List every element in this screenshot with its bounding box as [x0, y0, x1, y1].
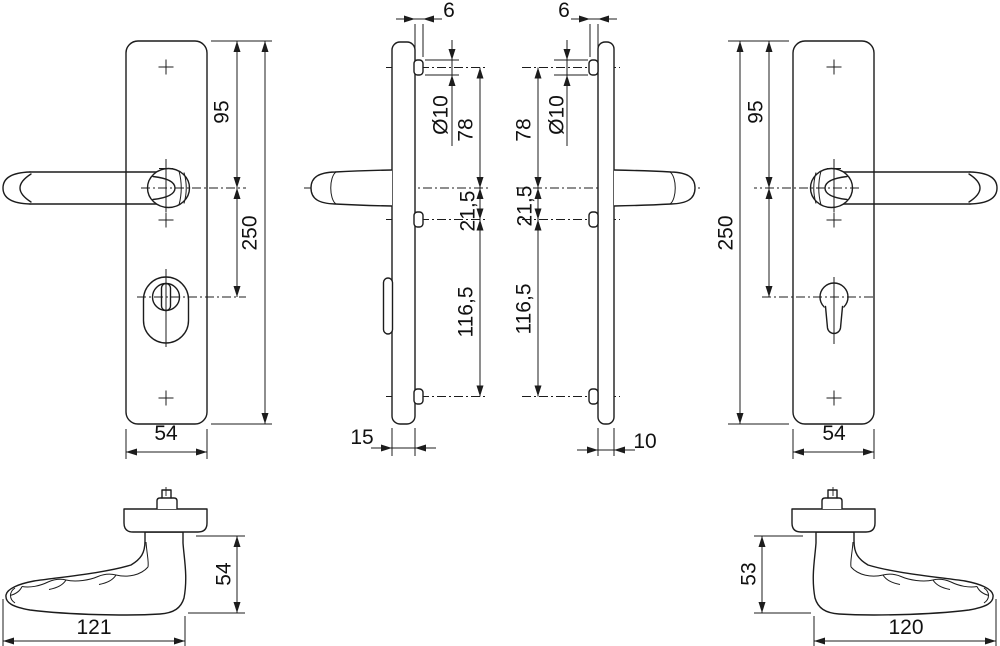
dim-chain-left-side: 78 21,5 116,5 — [455, 67, 484, 397]
dim-handle-height-54: 54 — [188, 535, 245, 614]
cylinder-cover-bulge — [382, 277, 394, 335]
dim-thickness-10: 10 — [577, 428, 657, 456]
dim-boss-diameter: Ø10 — [546, 40, 588, 146]
pz-keyhole — [762, 277, 873, 344]
dim-116-5-label: 116,5 — [455, 287, 478, 338]
plate-edge-strip — [597, 41, 615, 425]
dim-right-plate: 95 250 54 — [715, 40, 875, 459]
dim-250-label: 250 — [239, 215, 262, 250]
dim-21-5-label: 21,5 — [514, 186, 537, 227]
dim-54-label: 54 — [213, 562, 236, 586]
right-plate-front-view: 95 250 54 — [715, 40, 998, 459]
left-handle-profile-view: 54 121 — [2, 486, 245, 646]
dim-d10-label: Ø10 — [430, 95, 453, 135]
dim-53-label: 53 — [738, 562, 761, 585]
dim-6-label: 6 — [443, 0, 455, 22]
right-handle-profile-view: 53 120 — [738, 486, 997, 646]
handle-stub-side — [310, 169, 393, 207]
dim-left-plate: 95 250 54 — [125, 40, 272, 459]
dim-250-label: 250 — [715, 215, 738, 250]
screw-boss — [413, 211, 424, 228]
screw-boss — [588, 388, 599, 405]
dim-78-label: 78 — [455, 118, 478, 141]
left-plate-front-view: 95 250 54 — [2, 40, 272, 459]
dim-d10-label: Ø10 — [546, 95, 569, 135]
dim-chain-right-side: 78 21,5 116,5 — [513, 67, 542, 397]
dim-54-label: 54 — [822, 422, 846, 445]
dim-boss-offset-6: 6 — [396, 0, 455, 57]
dim-116-5-label: 116,5 — [513, 284, 536, 335]
dim-boss-offset-6: 6 — [558, 0, 617, 57]
screw-boss — [413, 388, 424, 405]
screw-boss — [588, 59, 599, 76]
dim-21-5-label: 21,5 — [457, 191, 480, 232]
dim-thickness-15: 15 — [350, 426, 436, 456]
dim-handle-length-120: 120 — [813, 599, 997, 646]
left-plate-side-view: 6 Ø10 78 21,5 116,5 15 — [304, 0, 490, 456]
dim-54-label: 54 — [154, 422, 178, 445]
dim-78-label: 78 — [513, 118, 536, 141]
dim-121-label: 121 — [76, 616, 111, 639]
handle-stub-side — [613, 169, 696, 207]
dim-6-label: 6 — [558, 0, 570, 22]
plate-edge-strip — [391, 41, 416, 425]
dim-95-label: 95 — [211, 100, 234, 123]
dim-120-label: 120 — [888, 616, 923, 639]
screw-boss — [588, 211, 599, 228]
screw-boss — [413, 59, 424, 76]
dim-15-label: 15 — [350, 426, 373, 449]
right-plate-side-view: 6 Ø10 78 21,5 116,5 10 — [513, 0, 702, 456]
dim-boss-diameter: Ø10 — [425, 40, 459, 146]
dim-handle-length-121: 121 — [2, 599, 186, 646]
dim-handle-height-53: 53 — [738, 535, 811, 614]
dim-10-label: 10 — [633, 430, 656, 453]
cylinder-cover-oval — [137, 269, 246, 347]
dim-95-label: 95 — [745, 100, 768, 123]
